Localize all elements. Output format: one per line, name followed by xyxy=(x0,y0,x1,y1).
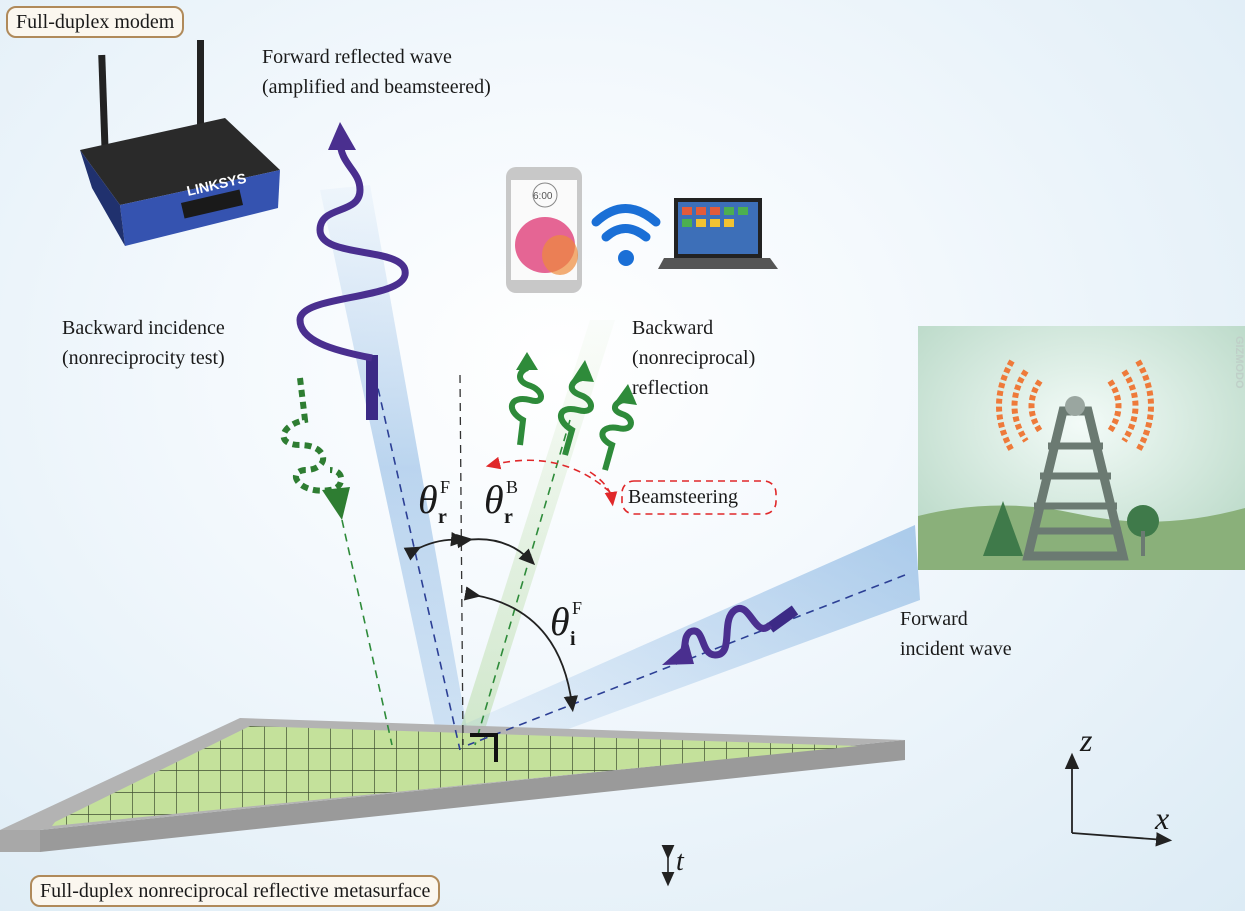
backward-reflection-label-line2: (nonreciprocal) xyxy=(632,347,756,369)
theta-r-F-symbol: θ xyxy=(418,477,438,522)
metasurface-label: Full-duplex nonreciprocal reflective met… xyxy=(30,875,441,907)
backward-incidence-label-line2: (nonreciprocity test) xyxy=(62,347,225,369)
beamsteering-arrow-2 xyxy=(589,471,618,507)
backward-reflection-label-line3: reflection xyxy=(632,377,709,399)
theta-r-F-superscript: F xyxy=(440,477,451,497)
arc-theta-r-B xyxy=(456,533,536,566)
theta-r-B-superscript: B xyxy=(506,477,519,497)
modem-label: Full-duplex modem xyxy=(6,6,185,38)
cell-tower-image: GIZMODO xyxy=(918,326,1245,570)
forward-incident-label-line1: Forward xyxy=(900,608,968,630)
theta-r-B-symbol: θ xyxy=(484,477,504,522)
theta-r-B-subscript: r xyxy=(504,506,513,528)
forward-incident-wave xyxy=(662,605,799,665)
coordinate-axes xyxy=(1064,752,1173,847)
axis-z-label: z xyxy=(1080,722,1093,758)
backward-incidence-ray xyxy=(341,519,393,746)
wifi-icon xyxy=(591,204,661,266)
theta-i-F-subscript: i xyxy=(570,628,576,650)
watermark-text: GIZMODO xyxy=(1233,336,1245,389)
axis-x-label: x xyxy=(1155,800,1170,836)
forward-reflected-label-line2: (amplified and beamsteered) xyxy=(262,76,491,98)
beamsteering-arrow xyxy=(485,456,611,493)
theta-r-F-subscript: r xyxy=(438,506,447,528)
metasurface xyxy=(0,718,905,852)
theta-i-F-symbol: θ xyxy=(550,599,570,644)
backward-incidence-label-line1: Backward incidence xyxy=(62,317,225,339)
beamsteering-box xyxy=(621,480,777,515)
phone-time: 6:00 xyxy=(533,191,553,202)
beamsteering-label: Beamsteering xyxy=(628,486,738,508)
backward-reflection-waves xyxy=(509,352,637,471)
arc-theta-i-F xyxy=(463,586,579,713)
forward-reflected-label-line1: Forward reflected wave xyxy=(262,46,452,68)
right-angle-marker xyxy=(470,733,498,762)
phone-illustration: 6:00 xyxy=(506,167,582,293)
forward-reflected-beam xyxy=(320,185,470,750)
backward-incidence-wave xyxy=(280,377,350,520)
theta-i-F-superscript: F xyxy=(572,598,583,618)
backward-reflection-label-line1: Backward xyxy=(632,317,714,339)
router-illustration: LINKSYS xyxy=(80,40,280,246)
cell-tower-illustration: GIZMODO xyxy=(918,326,1245,570)
forward-reflected-wave xyxy=(296,122,409,420)
thickness-label: t xyxy=(676,846,684,877)
normal-line xyxy=(459,374,464,746)
forward-incident-label-line2: incident wave xyxy=(900,638,1012,660)
laptop-illustration xyxy=(658,198,778,269)
